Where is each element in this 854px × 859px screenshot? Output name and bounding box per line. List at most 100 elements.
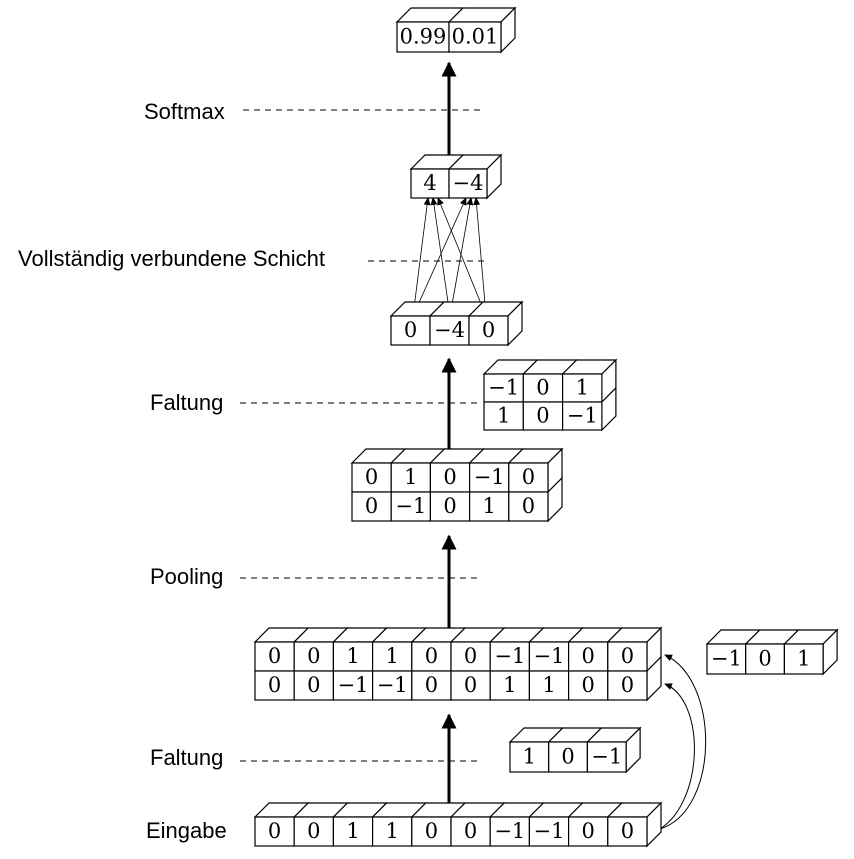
- cell: [483, 401, 524, 431]
- cell: [561, 373, 603, 403]
- cell: [254, 641, 295, 672]
- cell-value: −1: [534, 644, 565, 668]
- cell: [522, 373, 564, 403]
- convolution-1-label: Faltung: [150, 745, 223, 770]
- cell-value: −1: [567, 404, 598, 428]
- logits-block: 4 −4: [409, 153, 503, 200]
- kernel-side-block: −1 0 1: [705, 628, 839, 676]
- cell-value: 0.01: [452, 25, 499, 49]
- cell: [390, 462, 432, 493]
- cell: [489, 816, 531, 847]
- cell-value: 1: [523, 745, 536, 769]
- cell: [332, 816, 374, 847]
- cell-value: −1: [488, 376, 519, 400]
- cell-value: 0: [268, 819, 281, 843]
- input-label: Eingabe: [146, 818, 227, 843]
- fc-arrow-a1-o1: [449, 197, 474, 317]
- cell-value: 0: [425, 644, 438, 668]
- cell: [528, 670, 570, 701]
- cell: [448, 21, 502, 53]
- fc-arrow-a2-o1: [473, 197, 487, 317]
- cell-value: 1: [346, 644, 359, 668]
- cell: [607, 641, 648, 672]
- convolution-2-label: Faltung: [150, 390, 223, 415]
- cell-value: 0: [522, 494, 535, 518]
- cell-value: 1: [503, 673, 516, 697]
- cell: [586, 741, 627, 773]
- cell: [509, 741, 550, 773]
- cell: [468, 315, 509, 346]
- cell: [489, 670, 531, 701]
- cell: [508, 491, 549, 522]
- cell-value: 1: [542, 673, 555, 697]
- cell-value: −1: [711, 647, 742, 671]
- cell-value: −1: [338, 673, 369, 697]
- fully-connected-label: Vollständig verbundene Schicht: [18, 246, 325, 271]
- cell-value: −4: [453, 171, 484, 195]
- cell: [372, 816, 413, 847]
- cell-value: 0: [307, 819, 320, 843]
- curve-arrow-to-row-1: [659, 654, 707, 830]
- cell-value: 0: [464, 819, 477, 843]
- cell-value: 0: [621, 644, 634, 668]
- cell: [332, 670, 374, 701]
- cell-value: −1: [377, 673, 408, 697]
- cell: [411, 641, 452, 672]
- cell-value: 0: [464, 644, 477, 668]
- cell-value: 0.99: [400, 25, 447, 49]
- cell: [567, 641, 609, 672]
- cell-value: 0: [758, 647, 771, 671]
- cell-value: 0: [522, 465, 535, 489]
- cell: [706, 643, 747, 675]
- cell-value: −1: [494, 819, 525, 843]
- fc-arrow-a0-o0: [412, 197, 431, 317]
- cell: [411, 670, 452, 701]
- softmax-label: Softmax: [144, 99, 225, 124]
- cell: [561, 401, 603, 431]
- cell: [483, 373, 524, 403]
- cell-value: 0: [536, 404, 549, 428]
- cell-value: 0: [582, 819, 595, 843]
- cell-value: 1: [386, 819, 399, 843]
- cell-value: 0: [268, 673, 281, 697]
- cell: [390, 315, 431, 346]
- cell-value: 1: [483, 494, 496, 518]
- curve-arrow-to-row-2: [659, 683, 695, 830]
- cell: [469, 491, 510, 522]
- cell: [411, 816, 452, 847]
- cell-value: −1: [474, 465, 505, 489]
- cell-value: 1: [797, 647, 810, 671]
- cell-value: −1: [395, 494, 426, 518]
- cell-value: 1: [576, 376, 589, 400]
- cell: [396, 21, 450, 53]
- cell-value: −1: [494, 644, 525, 668]
- cell-value: 0: [443, 494, 456, 518]
- cell: [607, 670, 648, 701]
- cell-value: 4: [423, 171, 436, 195]
- cell: [489, 641, 531, 672]
- cell: [410, 168, 450, 199]
- cell: [429, 315, 470, 346]
- cell: [429, 462, 471, 493]
- cell-value: 0: [425, 673, 438, 697]
- cell-value: 0: [268, 644, 281, 668]
- cell-value: 0: [582, 673, 595, 697]
- fc-arrow-a0-o1: [412, 197, 467, 317]
- cell-value: 0: [307, 644, 320, 668]
- cell: [254, 670, 295, 701]
- cell-value: 0: [464, 673, 477, 697]
- cell-value: 0: [582, 644, 595, 668]
- fc-arrow-a1-o0: [430, 197, 451, 317]
- cell-value: 0: [425, 819, 438, 843]
- cell-value: 1: [386, 644, 399, 668]
- cell-value: 1: [404, 465, 417, 489]
- cell-value: 0: [621, 819, 634, 843]
- cell-value: 0: [443, 465, 456, 489]
